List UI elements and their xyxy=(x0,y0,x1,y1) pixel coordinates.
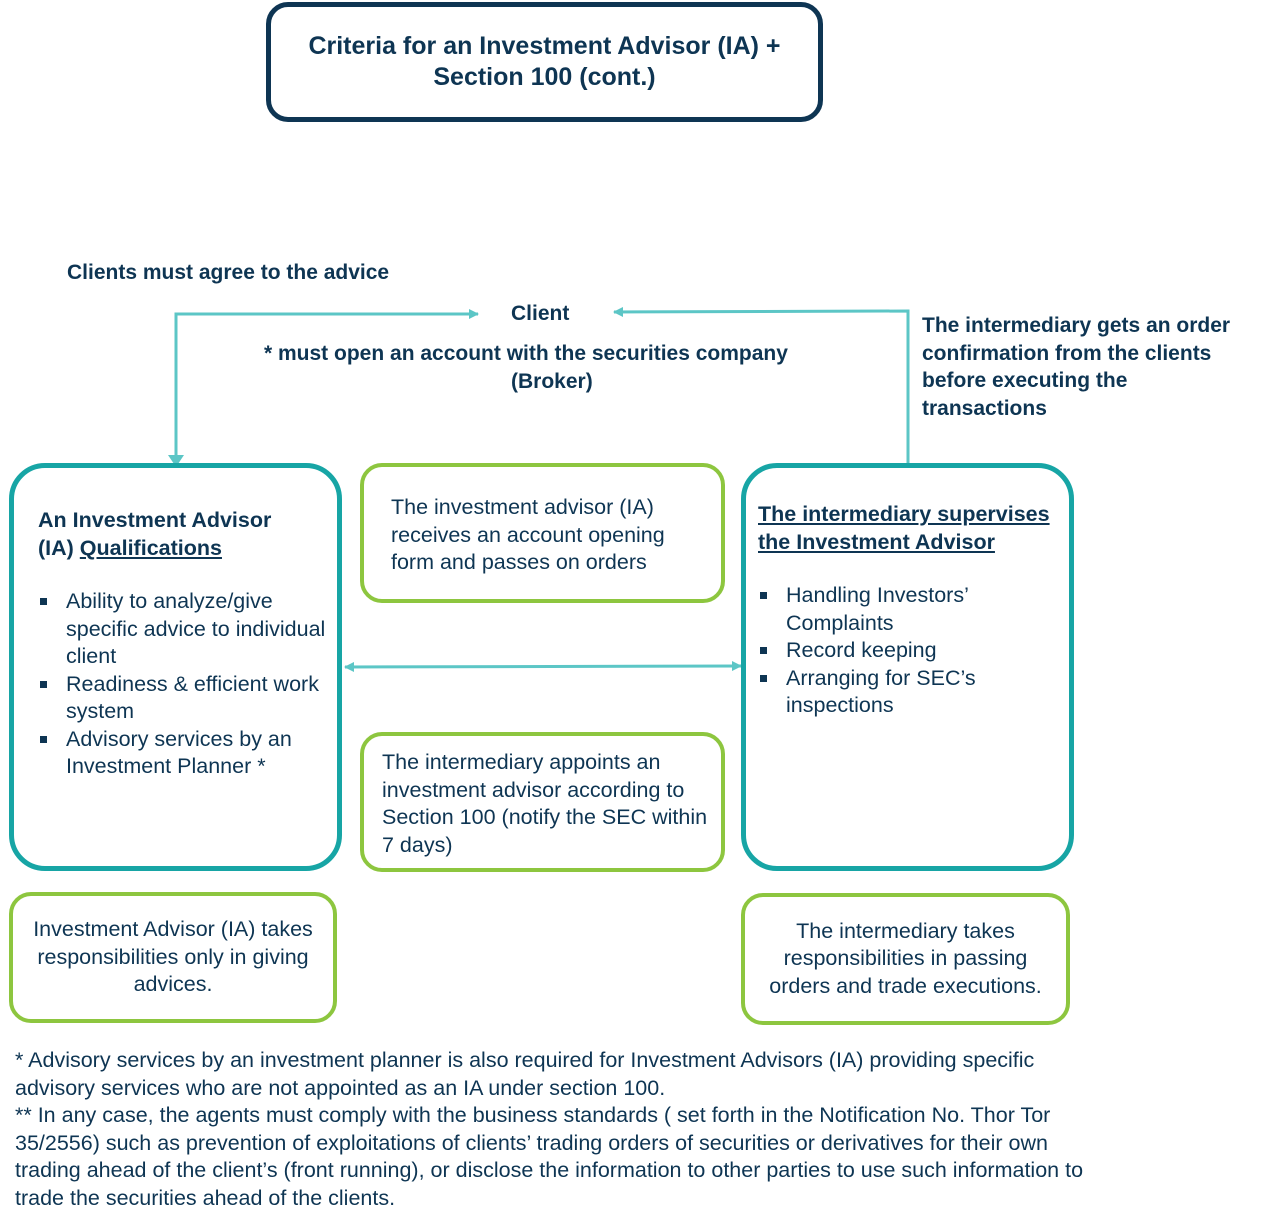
intermediary-box: The intermediary supervises the Investme… xyxy=(741,463,1074,871)
bullet-icon xyxy=(760,647,767,654)
ia-heading: An Investment Advisor (IA) Qualification… xyxy=(38,506,328,562)
bullet-icon xyxy=(40,598,47,605)
arrow-intermediary-to-client xyxy=(613,306,910,464)
arrow-ia-intermediary xyxy=(344,661,742,672)
appointment-box: The intermediary appoints an investment … xyxy=(360,732,725,872)
ia-responsibility-box: Investment Advisor (IA) takes responsibi… xyxy=(9,892,337,1023)
title-line-2: Section 100 (cont.) xyxy=(433,63,656,91)
confirmation-line-3: before executing the xyxy=(922,369,1128,392)
intermediary-responsibility-text: The intermediary takes responsibilities … xyxy=(769,918,1042,998)
list-item: Arranging for SEC’s inspections xyxy=(758,665,1058,720)
arrow-ia-to-client xyxy=(174,309,479,465)
ia-heading-line-1: An Investment Advisor xyxy=(38,508,272,532)
account-note-line-2: (Broker) xyxy=(511,370,593,393)
appointment-text: The intermediary appoints an investment … xyxy=(382,750,708,857)
list-item: Record keeping xyxy=(758,637,1058,665)
bullet-icon xyxy=(40,735,47,743)
bullet-icon xyxy=(40,680,47,688)
title-box: Criteria for an Investment Advisor (IA) … xyxy=(266,2,823,122)
bullet-icon xyxy=(760,592,767,599)
title-line-1: Criteria for an Investment Advisor (IA) … xyxy=(308,32,781,60)
ia-heading-prefix: (IA) xyxy=(38,536,80,560)
list-item: Advisory services by an Investment Plann… xyxy=(38,726,328,781)
ia-qualifications-list: Ability to analyze/give specific advice … xyxy=(38,588,328,781)
list-item: Handling Investors’ Complaints xyxy=(758,582,1058,637)
ia-responsibility-text: Investment Advisor (IA) takes responsibi… xyxy=(33,917,313,997)
list-item-text: Handling Investors’ Complaints xyxy=(786,583,969,635)
intermediary-heading: The intermediary supervises the Investme… xyxy=(758,502,1050,554)
confirmation-line-1: The intermediary gets an order xyxy=(922,314,1231,337)
ia-qualifications-box: An Investment Advisor (IA) Qualification… xyxy=(9,463,342,871)
ia-heading-underlined: Qualifications xyxy=(79,536,222,560)
ia-account-text: The investment advisor (IA) receives an … xyxy=(391,495,665,574)
client-label: Client xyxy=(511,302,570,325)
list-item-text: Record keeping xyxy=(786,638,937,662)
clients-agree-label: Clients must agree to the advice xyxy=(67,261,390,284)
intermediary-responsibility-box: The intermediary takes responsibilities … xyxy=(741,893,1070,1025)
list-item-text: Readiness & efficient work system xyxy=(66,671,319,724)
list-item-text: Advisory services by an Investment Plann… xyxy=(66,726,292,779)
confirmation-line-4: transactions xyxy=(922,396,1047,420)
footnote-2: ** In any case, the agents must comply w… xyxy=(15,1103,1084,1210)
account-note-line-1: * must open an account with the securiti… xyxy=(264,342,788,365)
list-item: Ability to analyze/give specific advice … xyxy=(38,588,328,671)
ia-account-box: The investment advisor (IA) receives an … xyxy=(360,463,725,603)
bullet-icon xyxy=(760,674,767,682)
list-item: Readiness & efficient work system xyxy=(38,671,328,726)
intermediary-duties-list: Handling Investors’ Complaints Record ke… xyxy=(758,582,1058,720)
ia-heading-line-2: (IA) Qualifications xyxy=(38,534,328,562)
confirmation-label: The intermediary gets an order confirmat… xyxy=(922,312,1230,422)
confirmation-line-2: confirmation from the clients xyxy=(922,341,1212,365)
list-item-text: Ability to analyze/give specific advice … xyxy=(66,589,326,668)
list-item-text: Arranging for SEC’s inspections xyxy=(786,665,976,718)
footnote-1: * Advisory services by an investment pla… xyxy=(15,1048,1035,1100)
footnotes: * Advisory services by an investment pla… xyxy=(15,1047,1115,1212)
